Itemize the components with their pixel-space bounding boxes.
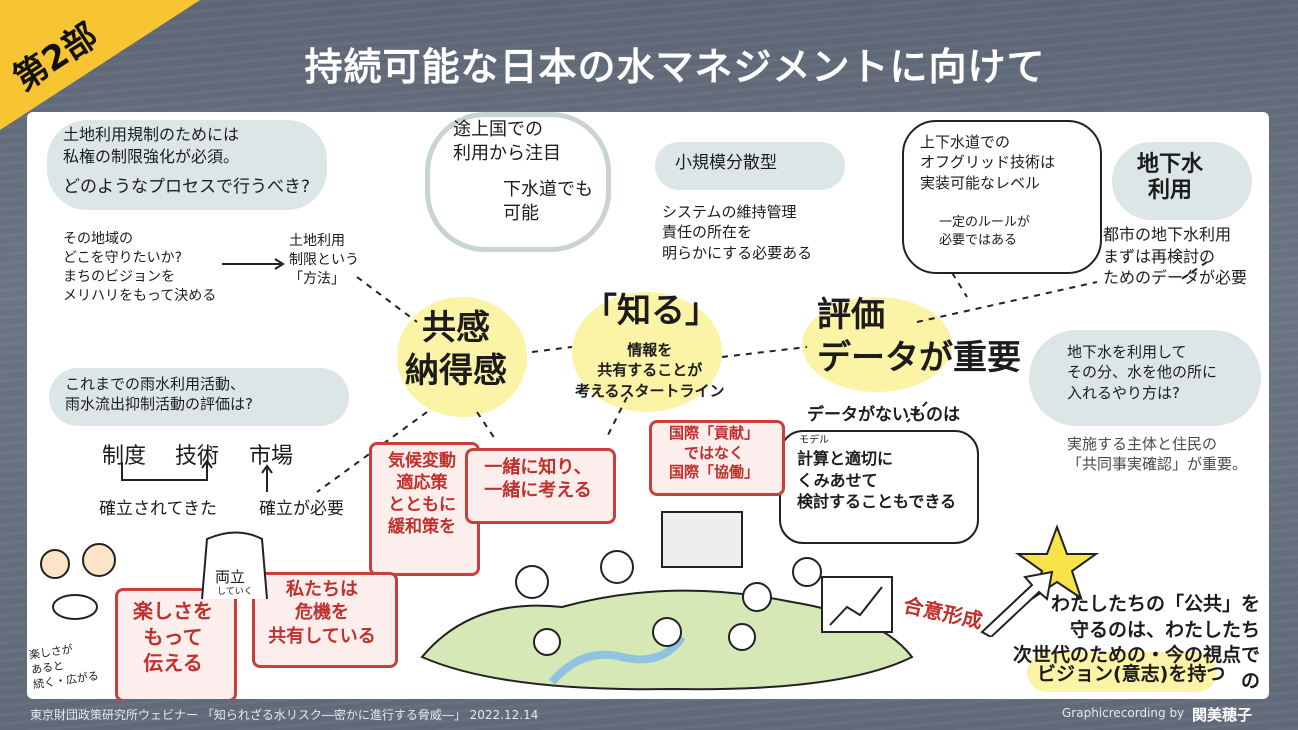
conclusion-vision: ビジョン(意志)を持つ bbox=[1037, 662, 1225, 688]
note-fun-side: 楽しさが あると 続く・広がる bbox=[28, 640, 100, 693]
note-no-data: データがないものは bbox=[807, 404, 960, 427]
keyword-info: 情報を 共有することが 考えるスタートライン bbox=[575, 340, 725, 401]
note-confirm: 実施する主体と住民の 「共同事実確認」が重要。 bbox=[1067, 434, 1247, 475]
page-title: 持続可能な日本の水マネジメントに向けて bbox=[200, 36, 1150, 91]
keyword-know: 「知る」 bbox=[583, 290, 719, 333]
note-system: システムの維持管理 責任の所在を 明らかにする必要ある bbox=[662, 202, 812, 263]
note-process: どのようなプロセスで行うべき? bbox=[63, 176, 310, 199]
note-groundwater-title: 地下水 利用 bbox=[1137, 152, 1203, 205]
left-people-illustration bbox=[27, 542, 142, 642]
people-illustration bbox=[412, 507, 932, 697]
label-market: 市場 bbox=[249, 442, 293, 472]
graphic-recording-board: 土地利用規制のためには 私権の制限強化が必須。 どのようなプロセスで行うべき? … bbox=[27, 112, 1269, 699]
keyword-empathy: 共感 納得感 bbox=[405, 307, 507, 392]
label-system: 制度 bbox=[102, 442, 146, 472]
note-groundwater-use: 地下水を利用して その分、水を他の所に 入れるやり方は? bbox=[1067, 342, 1217, 403]
note-rainwater: これまでの雨水利用活動、 雨水流出抑制活動の評価は? bbox=[65, 374, 253, 415]
note-small-scale: 小規模分散型 bbox=[675, 152, 777, 175]
note-developing: 途上国での 利用から注目 bbox=[453, 118, 561, 167]
footer-source: 東京財団政策研究所ウェビナー 「知られざる水リスク―密かに進行する脅威―」 20… bbox=[30, 706, 538, 723]
red-text-together: 一緒に知り、 一緒に考える bbox=[467, 456, 609, 503]
note-calc: 計算と適切に くみあせて 検討することもできる bbox=[797, 448, 956, 513]
label-established: 確立されてきた bbox=[99, 498, 217, 521]
note-rules: 一定のルールが 必要ではある bbox=[939, 214, 1030, 249]
red-text-intl: 国際「貢献」 ではなく 国際「協働」 bbox=[651, 424, 777, 483]
label-ryoritsu-sub: していく bbox=[217, 586, 253, 598]
note-land-use: 土地利用規制のためには 私権の制限強化が必須。 bbox=[63, 124, 239, 167]
note-groundwater: 都市の地下水利用 まずは再検討の ためのデータが必要 bbox=[1103, 224, 1247, 289]
note-sewer-ok: 下水道でも 可能 bbox=[503, 178, 593, 227]
label-needed: 確立が必要 bbox=[259, 498, 344, 521]
note-method: 土地利用 制限という 「方法」 bbox=[289, 232, 359, 289]
footer-author: 関美穂子 bbox=[1192, 704, 1252, 725]
note-model: モデル bbox=[799, 434, 829, 448]
note-offgrid: 上下水道での オフグリッド技術は 実装可能なレベル bbox=[920, 132, 1055, 193]
label-ryoritsu: 両立 bbox=[215, 567, 245, 587]
keyword-evaluate: 評価 データが重要 bbox=[817, 294, 1021, 379]
note-region: その地域の どこを守りたいか? まちのビジョンを メリハリをもって決める bbox=[63, 230, 216, 306]
footer-credit: Graphicrecording by bbox=[1062, 706, 1184, 720]
label-tech: 技術 bbox=[175, 442, 219, 472]
